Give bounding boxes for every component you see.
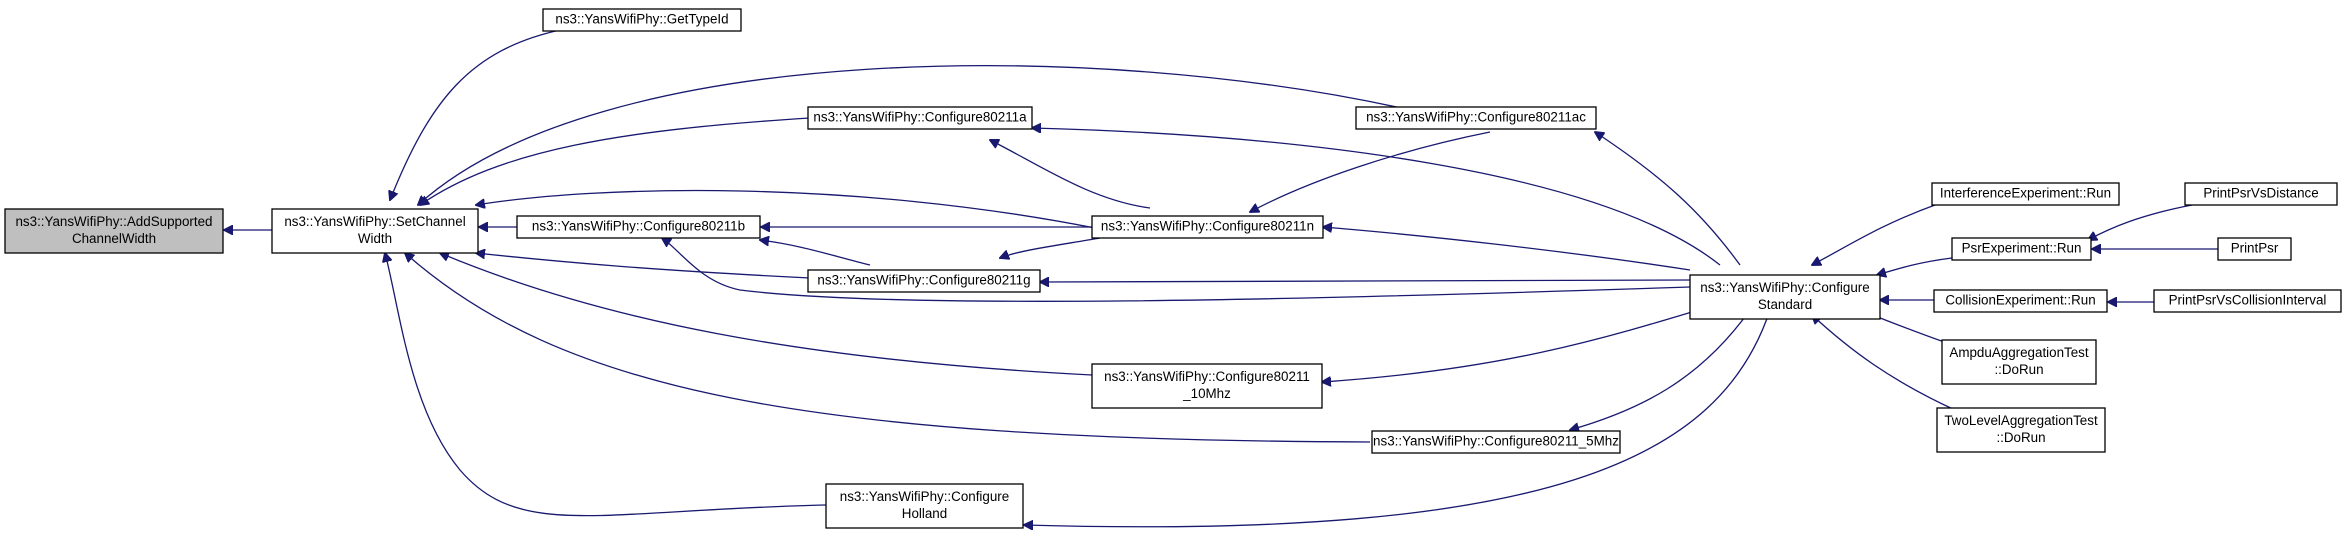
- edge-configure80211ac-to-setchannelwidth: [418, 65, 1411, 205]
- node-add-supported-channel-width[interactable]: ns3::YansWifiPhy::AddSupportedChannelWid…: [4, 208, 224, 254]
- node-label: ns3::YansWifiPhy::Configure80211_5Mhz: [1373, 434, 1619, 449]
- node-box[interactable]: [825, 483, 1024, 529]
- node-label: ns3::YansWifiPhy::SetChannel: [284, 214, 465, 229]
- node-psr-experiment-run[interactable]: PsrExperiment::Run: [1951, 237, 2092, 261]
- node-label: ns3::YansWifiPhy::Configure80211n: [1101, 219, 1314, 234]
- node-configure-80211-5mhz[interactable]: ns3::YansWifiPhy::Configure80211_5Mhz: [1371, 430, 1621, 454]
- node-print-psr-vs-distance[interactable]: PrintPsrVsDistance: [2184, 182, 2338, 206]
- node-configure-80211b[interactable]: ns3::YansWifiPhy::Configure80211b: [516, 215, 761, 239]
- node-label: InterferenceExperiment::Run: [1940, 186, 2111, 201]
- edge-configure80211-5mhz-to-setchannelwidth: [405, 253, 1371, 443]
- node-interference-experiment-run[interactable]: InterferenceExperiment::Run: [1931, 182, 2120, 206]
- node-box[interactable]: [807, 269, 1041, 293]
- node-label: PrintPsrVsDistance: [2203, 186, 2318, 201]
- node-box[interactable]: [1941, 339, 2097, 385]
- edge-configure80211n-to-configure80211g: [1000, 237, 1101, 258]
- node-box[interactable]: [1091, 215, 1324, 239]
- node-label: ns3::YansWifiPhy::Configure80211b: [532, 219, 745, 234]
- node-label: ns3::YansWifiPhy::AddSupported: [15, 214, 212, 229]
- nodes: ns3::YansWifiPhy::AddSupportedChannelWid…: [4, 8, 2342, 529]
- node-label: ns3::YansWifiPhy::Configure80211ac: [1366, 110, 1586, 125]
- edge-configure80211g-to-setchannelwidth: [476, 253, 811, 279]
- edge-configurestandard-to-configure80211-5mhz: [1570, 309, 1751, 430]
- edge-configure80211a-to-setchannelwidth: [420, 117, 811, 205]
- edge-configureholland-to-setchannelwidth: [385, 253, 827, 517]
- edge-interference-to-configurestandard: [1812, 204, 1936, 265]
- edge-psrexperiment-to-configurestandard: [1877, 257, 1953, 275]
- node-configure-80211n[interactable]: ns3::YansWifiPhy::Configure80211n: [1091, 215, 1324, 239]
- node-label: CollisionExperiment::Run: [1945, 293, 2095, 308]
- node-box[interactable]: [1951, 237, 2092, 261]
- node-label: _10Mhz: [1182, 386, 1231, 401]
- node-box[interactable]: [516, 215, 761, 239]
- edge-configurestandard-to-configure80211b: [662, 238, 1691, 302]
- node-label: ChannelWidth: [72, 231, 156, 246]
- node-box[interactable]: [1371, 430, 1621, 454]
- node-label: ns3::YansWifiPhy::GetTypeId: [555, 12, 728, 27]
- node-label: ns3::YansWifiPhy::Configure80211: [1104, 369, 1310, 384]
- node-print-psr-vs-collision-interval[interactable]: PrintPsrVsCollisionInterval: [2153, 289, 2342, 313]
- node-box[interactable]: [1933, 289, 2108, 313]
- edge-twolevel-to-configurestandard: [1812, 315, 1956, 411]
- node-label: PrintPsrVsCollisionInterval: [2169, 293, 2327, 308]
- node-label: AmpduAggregationTest: [1949, 345, 2088, 360]
- node-label: ::DoRun: [1996, 430, 2045, 445]
- node-label: Standard: [1758, 297, 1812, 312]
- node-configure-80211a[interactable]: ns3::YansWifiPhy::Configure80211a: [807, 106, 1033, 130]
- node-label: TwoLevelAggregationTest: [1944, 413, 2098, 428]
- node-configure-80211g[interactable]: ns3::YansWifiPhy::Configure80211g: [807, 269, 1041, 293]
- node-box[interactable]: [2217, 237, 2292, 261]
- edge-configure80211-10mhz-to-setchannelwidth: [440, 253, 1093, 376]
- node-ampdu-aggregation-test-dorun[interactable]: AmpduAggregationTest::DoRun: [1941, 339, 2097, 385]
- edge-configure80211ac-to-configure80211n: [1250, 131, 1491, 212]
- edge-configurestandard-to-configureholland: [1024, 309, 1771, 527]
- node-box[interactable]: [271, 208, 479, 254]
- node-box[interactable]: [1931, 182, 2120, 206]
- node-box[interactable]: [1936, 407, 2106, 453]
- node-label: ::DoRun: [1994, 362, 2043, 377]
- node-collision-experiment-run[interactable]: CollisionExperiment::Run: [1933, 289, 2108, 313]
- node-label: Holland: [902, 506, 947, 521]
- node-label: ns3::YansWifiPhy::Configure80211a: [813, 110, 1027, 125]
- node-box[interactable]: [4, 208, 224, 254]
- node-label: PrintPsr: [2231, 241, 2279, 256]
- node-print-psr[interactable]: PrintPsr: [2217, 237, 2292, 261]
- node-box[interactable]: [2153, 289, 2342, 313]
- node-box[interactable]: [1091, 363, 1323, 409]
- node-label: PsrExperiment::Run: [1962, 241, 2082, 256]
- edge-configurestandard-to-configure80211-10mhz: [1322, 304, 1716, 382]
- node-label: ns3::YansWifiPhy::Configure80211g: [817, 273, 1030, 288]
- edge-printpsrvsdistance-to-psrexperiment: [2088, 204, 2193, 240]
- node-get-type-id[interactable]: ns3::YansWifiPhy::GetTypeId: [542, 8, 742, 32]
- node-box[interactable]: [2184, 182, 2338, 206]
- node-label: ns3::YansWifiPhy::Configure: [840, 489, 1009, 504]
- node-label: Width: [358, 231, 392, 246]
- edge-configurestandard-to-configure80211g: [1040, 280, 1691, 282]
- edge-configure80211n-to-configure80211a: [990, 140, 1151, 209]
- node-label: ns3::YansWifiPhy::Configure: [1700, 280, 1869, 295]
- edges: [224, 29, 2218, 527]
- edge-configurestandard-to-configure80211ac: [1595, 132, 1741, 266]
- edge-configure80211g-to-configure80211b: [760, 240, 871, 266]
- node-two-level-aggregation-test-dorun[interactable]: TwoLevelAggregationTest::DoRun: [1936, 407, 2106, 453]
- edge-configure80211n-to-setchannelwidth: [476, 189, 1096, 229]
- node-box[interactable]: [542, 8, 742, 32]
- node-configure-80211-10mhz[interactable]: ns3::YansWifiPhy::Configure80211_10Mhz: [1091, 363, 1323, 409]
- node-configure-80211ac[interactable]: ns3::YansWifiPhy::Configure80211ac: [1355, 106, 1597, 130]
- node-box[interactable]: [807, 106, 1033, 130]
- node-box[interactable]: [1689, 274, 1881, 320]
- edge-configurestandard-to-configure80211a: [1032, 128, 1721, 266]
- edge-configurestandard-to-configure80211n: [1323, 227, 1691, 271]
- node-box[interactable]: [1355, 106, 1597, 130]
- edge-gettypeid-to-setchannelwidth: [390, 29, 561, 200]
